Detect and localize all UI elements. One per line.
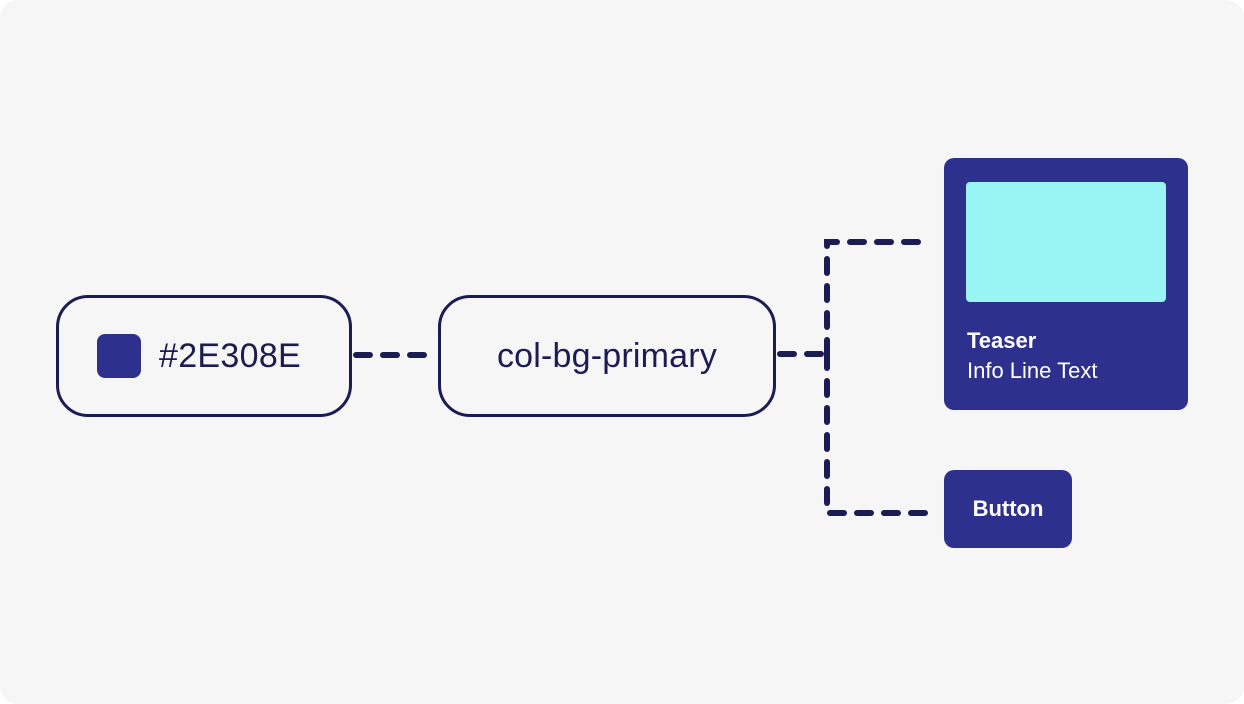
teaser-info-line: Info Line Text	[967, 358, 1098, 383]
token-node: col-bg-primary	[438, 295, 776, 417]
color-hex-label: #2E308E	[159, 336, 302, 375]
connector-branch-to-button	[824, 351, 933, 516]
color-value-node: #2E308E	[56, 295, 352, 417]
teaser-image-placeholder	[966, 182, 1166, 302]
color-swatch	[97, 334, 141, 378]
token-name: col-bg-primary	[496, 336, 718, 375]
connector-branch-to-teaser	[824, 239, 933, 357]
teaser-card[interactable]: Teaser Info Line Text	[944, 158, 1188, 410]
teaser-title: Teaser	[967, 328, 1037, 353]
primary-button[interactable]: Button	[944, 470, 1072, 548]
